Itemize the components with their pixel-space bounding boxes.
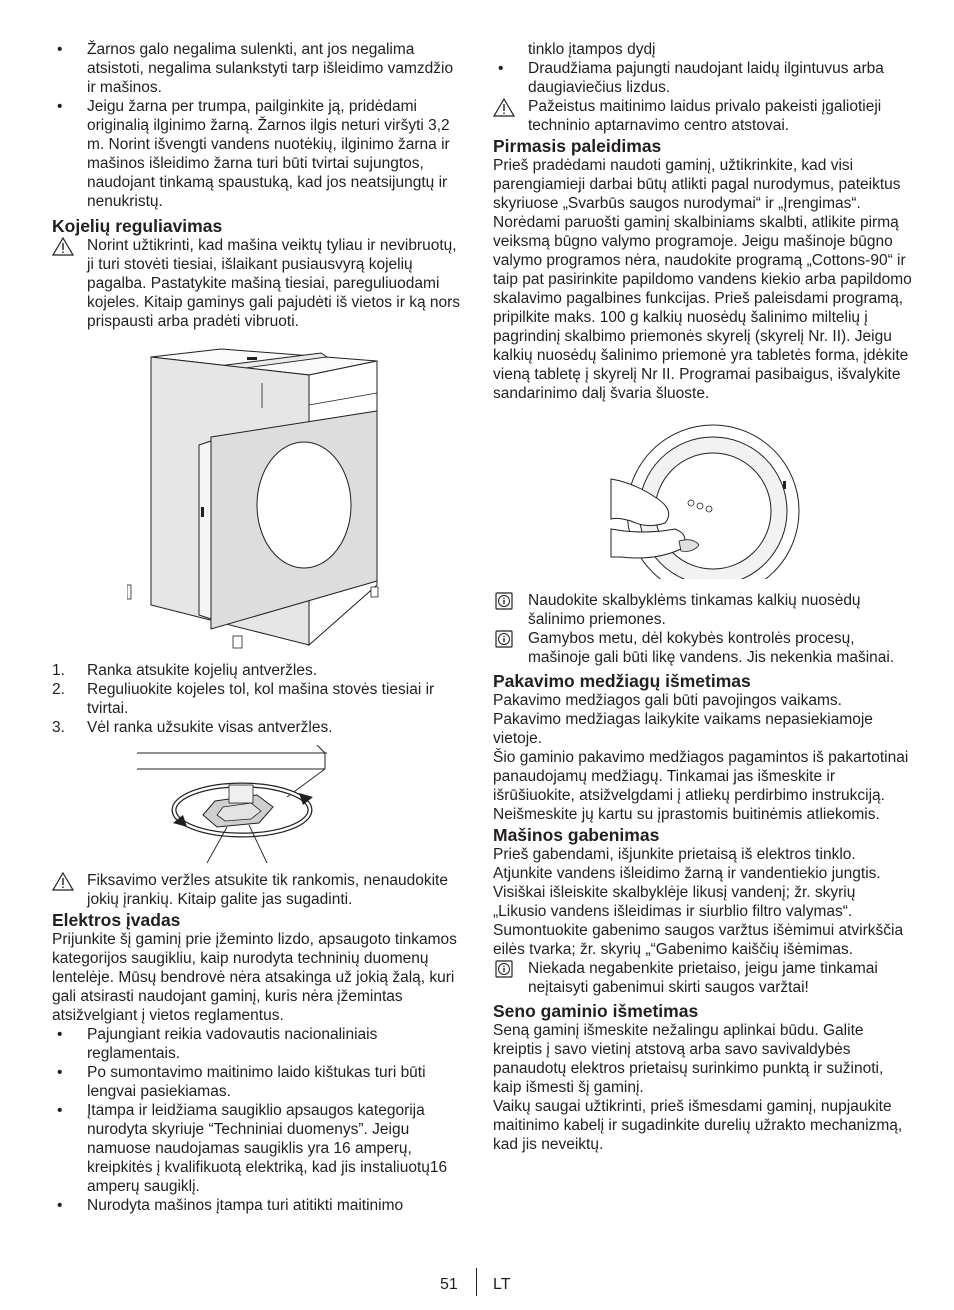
list-item: •Jeigu žarna per trumpa, pailginkite ją,… [57, 98, 450, 210]
language-code: LT [493, 1276, 511, 1293]
list-item: 2.Reguliuokite kojeles tol, kol mašina s… [52, 681, 435, 717]
warning-note-cable: Pažeistus maitinimo laidus privalo pakei… [493, 97, 913, 135]
list-item: •Nurodyta mašinos įtampa turi atitikti m… [57, 1197, 404, 1214]
paragraph: Prieš pradėdami naudoti gaminį, užtikrin… [493, 157, 901, 212]
section-heading-first-start: Pirmasis paleidimas [493, 136, 662, 156]
bullet-icon: • [57, 41, 63, 58]
list-item: 3.Vėl ranka užsukite visas antveržles. [52, 719, 333, 736]
washing-machine-illustration [127, 348, 379, 649]
paragraph: Prijunkite šį gaminį prie įžeminto lizdo… [52, 931, 457, 1024]
info-note: Naudokite skalbyklėms tinkamas kalkių nu… [493, 591, 913, 629]
right-column: tinklo įtampos dydį •Draudžiama pajungti… [493, 40, 913, 1154]
warning-icon [493, 98, 515, 117]
list-item: 1.Ranka atsukite kojelių antveržles. [52, 662, 318, 679]
list-item: •Įtampa ir leidžiama saugiklio apsaugos … [57, 1102, 448, 1195]
section-heading-feet: Kojelių reguliavimas [52, 216, 223, 236]
info-note: Gamybos metu, dėl kokybės kontrolės proc… [493, 629, 913, 667]
section-heading-power: Elektros įvadas [52, 910, 181, 930]
paragraph: Vaikų saugai užtikrinti, prieš išmesdami… [493, 1098, 903, 1153]
list-item: •Po sumontavimo maitinimo laido kištukas… [57, 1064, 426, 1100]
bullet-icon: • [57, 1197, 63, 1214]
info-note: Niekada negabenkite prietaiso, jeigu jam… [493, 959, 913, 997]
list-item: •Draudžiama pajungti naudojant laidų ilg… [498, 60, 884, 96]
left-column: •Žarnos galo negalima sulenkti, ant jos … [52, 40, 462, 1215]
bullet-icon: • [57, 1102, 63, 1119]
paragraph: Šio gaminio pakavimo medžiagos pagaminto… [493, 749, 909, 823]
section-heading-old-product: Seno gaminio išmetimas [493, 1001, 699, 1021]
bullet-icon: • [57, 98, 63, 115]
page-number: 51 [440, 1276, 458, 1293]
warning-note-locknut: Fiksavimo veržles atsukite tik rankomis,… [52, 871, 462, 909]
paragraph: Norėdami paruošti gaminį skalbiniams ska… [493, 214, 912, 402]
footer-divider [476, 1268, 477, 1296]
list-item-continued: tinklo įtampos dydį [528, 41, 656, 58]
list-item: •Žarnos galo negalima sulenkti, ant jos … [57, 41, 454, 96]
warning-icon [52, 237, 74, 256]
warning-note-feet: Norint užtikrinti, kad mašina veiktų tyl… [52, 236, 462, 331]
section-heading-transport: Mašinos gabenimas [493, 825, 660, 845]
door-seal-cleaning-illustration [610, 411, 800, 579]
paragraph: Pakavimo medžiagos gali būti pavojingos … [493, 692, 873, 747]
info-icon [495, 960, 513, 978]
warning-icon [52, 872, 74, 891]
info-icon [495, 630, 513, 648]
section-heading-packaging: Pakavimo medžiagų išmetimas [493, 671, 751, 691]
paragraph: Prieš gabendami, išjunkite prietaisą iš … [493, 846, 904, 958]
bullet-icon: • [498, 60, 504, 77]
list-item: •Pajungiant reikia vadovautis nacionalin… [57, 1026, 378, 1062]
info-icon [495, 592, 513, 610]
bullet-icon: • [57, 1026, 63, 1043]
paragraph: Seną gaminį išmeskite nežalingu aplinkai… [493, 1022, 884, 1096]
bullet-icon: • [57, 1064, 63, 1081]
foot-adjustment-illustration [137, 745, 327, 864]
